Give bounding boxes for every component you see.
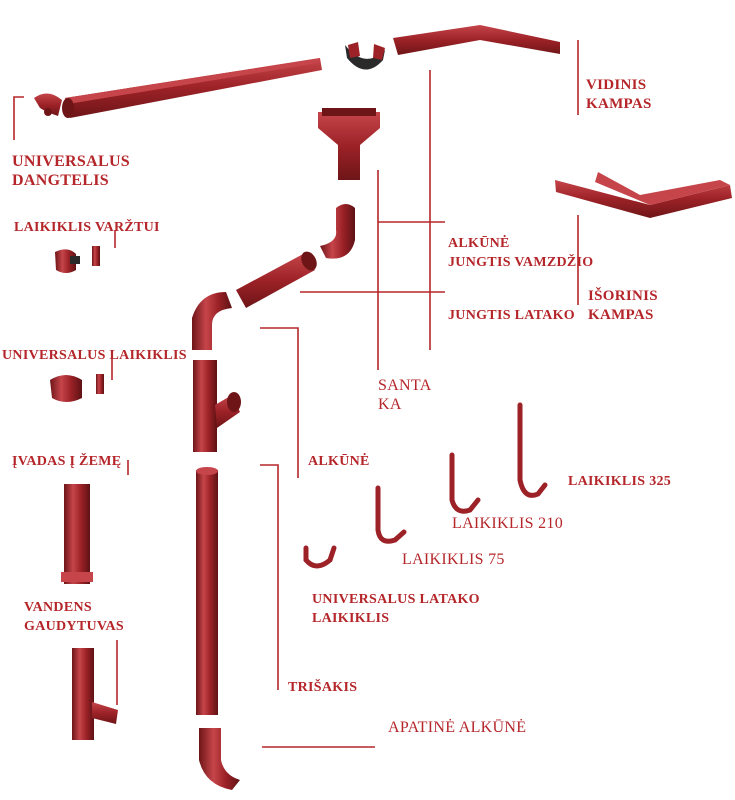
label-laikiklis-210: LAIKIKLIS 210 (452, 515, 563, 532)
universal-gutter-bracket-part (303, 545, 337, 569)
label-alkune: ALKŪNĖ (308, 454, 370, 469)
end-cap (34, 93, 62, 116)
leader-alkune (260, 327, 299, 478)
hanger-325-part (517, 402, 548, 498)
label-vandens-gaudytuvas: VANDENS GAUDYTUVAS (24, 600, 124, 634)
universal-bracket (50, 374, 104, 402)
label-laikiklis-75: LAIKIKLIS 75 (402, 551, 505, 568)
tee-branch (193, 360, 241, 452)
hanger-210-part (449, 452, 481, 514)
leader-dangtelis (13, 96, 24, 140)
leader-lines (13, 40, 579, 748)
gutter-main (62, 58, 322, 118)
label-alkune-jungtis-vamzdzio: ALKŪNĖ JUNGTIS VAMZDŽIO (448, 236, 594, 270)
leader-trisakis (260, 464, 279, 690)
label-laikiklis-325: LAIKIKLIS 325 (568, 474, 672, 489)
outer-corner (555, 172, 732, 218)
label-vidinis-kampas: VIDINIS KAMPAS (586, 77, 652, 112)
label-apatine-alkune: APATINĖ ALKŪNĖ (388, 719, 527, 736)
gutter-joint (345, 42, 385, 70)
label-jungtis-latako: JUNGTIS LATAKO (448, 308, 575, 323)
outlet-funnel (318, 108, 380, 180)
label-ivadas-i-zeme: ĮVADAS Į ŽEMĘ (12, 454, 122, 469)
upper-elbow (320, 204, 355, 259)
downpipe (196, 467, 218, 715)
bracket-screw (55, 246, 100, 273)
ground-inlet (61, 484, 93, 584)
label-isorinis-kampas: IŠORINIS KAMPAS (588, 288, 658, 323)
label-universalus-dangtelis: UNIVERSALUS DANGTELIS (12, 153, 130, 189)
hanger-75-part (375, 485, 407, 544)
rain-catcher (72, 648, 118, 740)
diagonal-pipe (236, 251, 317, 308)
label-universalus-latako-laikiklis: UNIVERSALUS LATAKO LAIKIKLIS (312, 592, 480, 626)
label-santaka: SANTA KA (378, 377, 432, 413)
label-universalus-laikiklis: UNIVERSALUS LAIKIKLIS (2, 348, 187, 363)
bottom-elbow (199, 728, 240, 790)
label-trisakis: TRIŠAKIS (288, 680, 358, 695)
inner-corner (393, 25, 560, 55)
middle-elbow (192, 292, 232, 350)
label-laikiklis-varztui: LAIKIKLIS VARŽTUI (14, 220, 160, 235)
